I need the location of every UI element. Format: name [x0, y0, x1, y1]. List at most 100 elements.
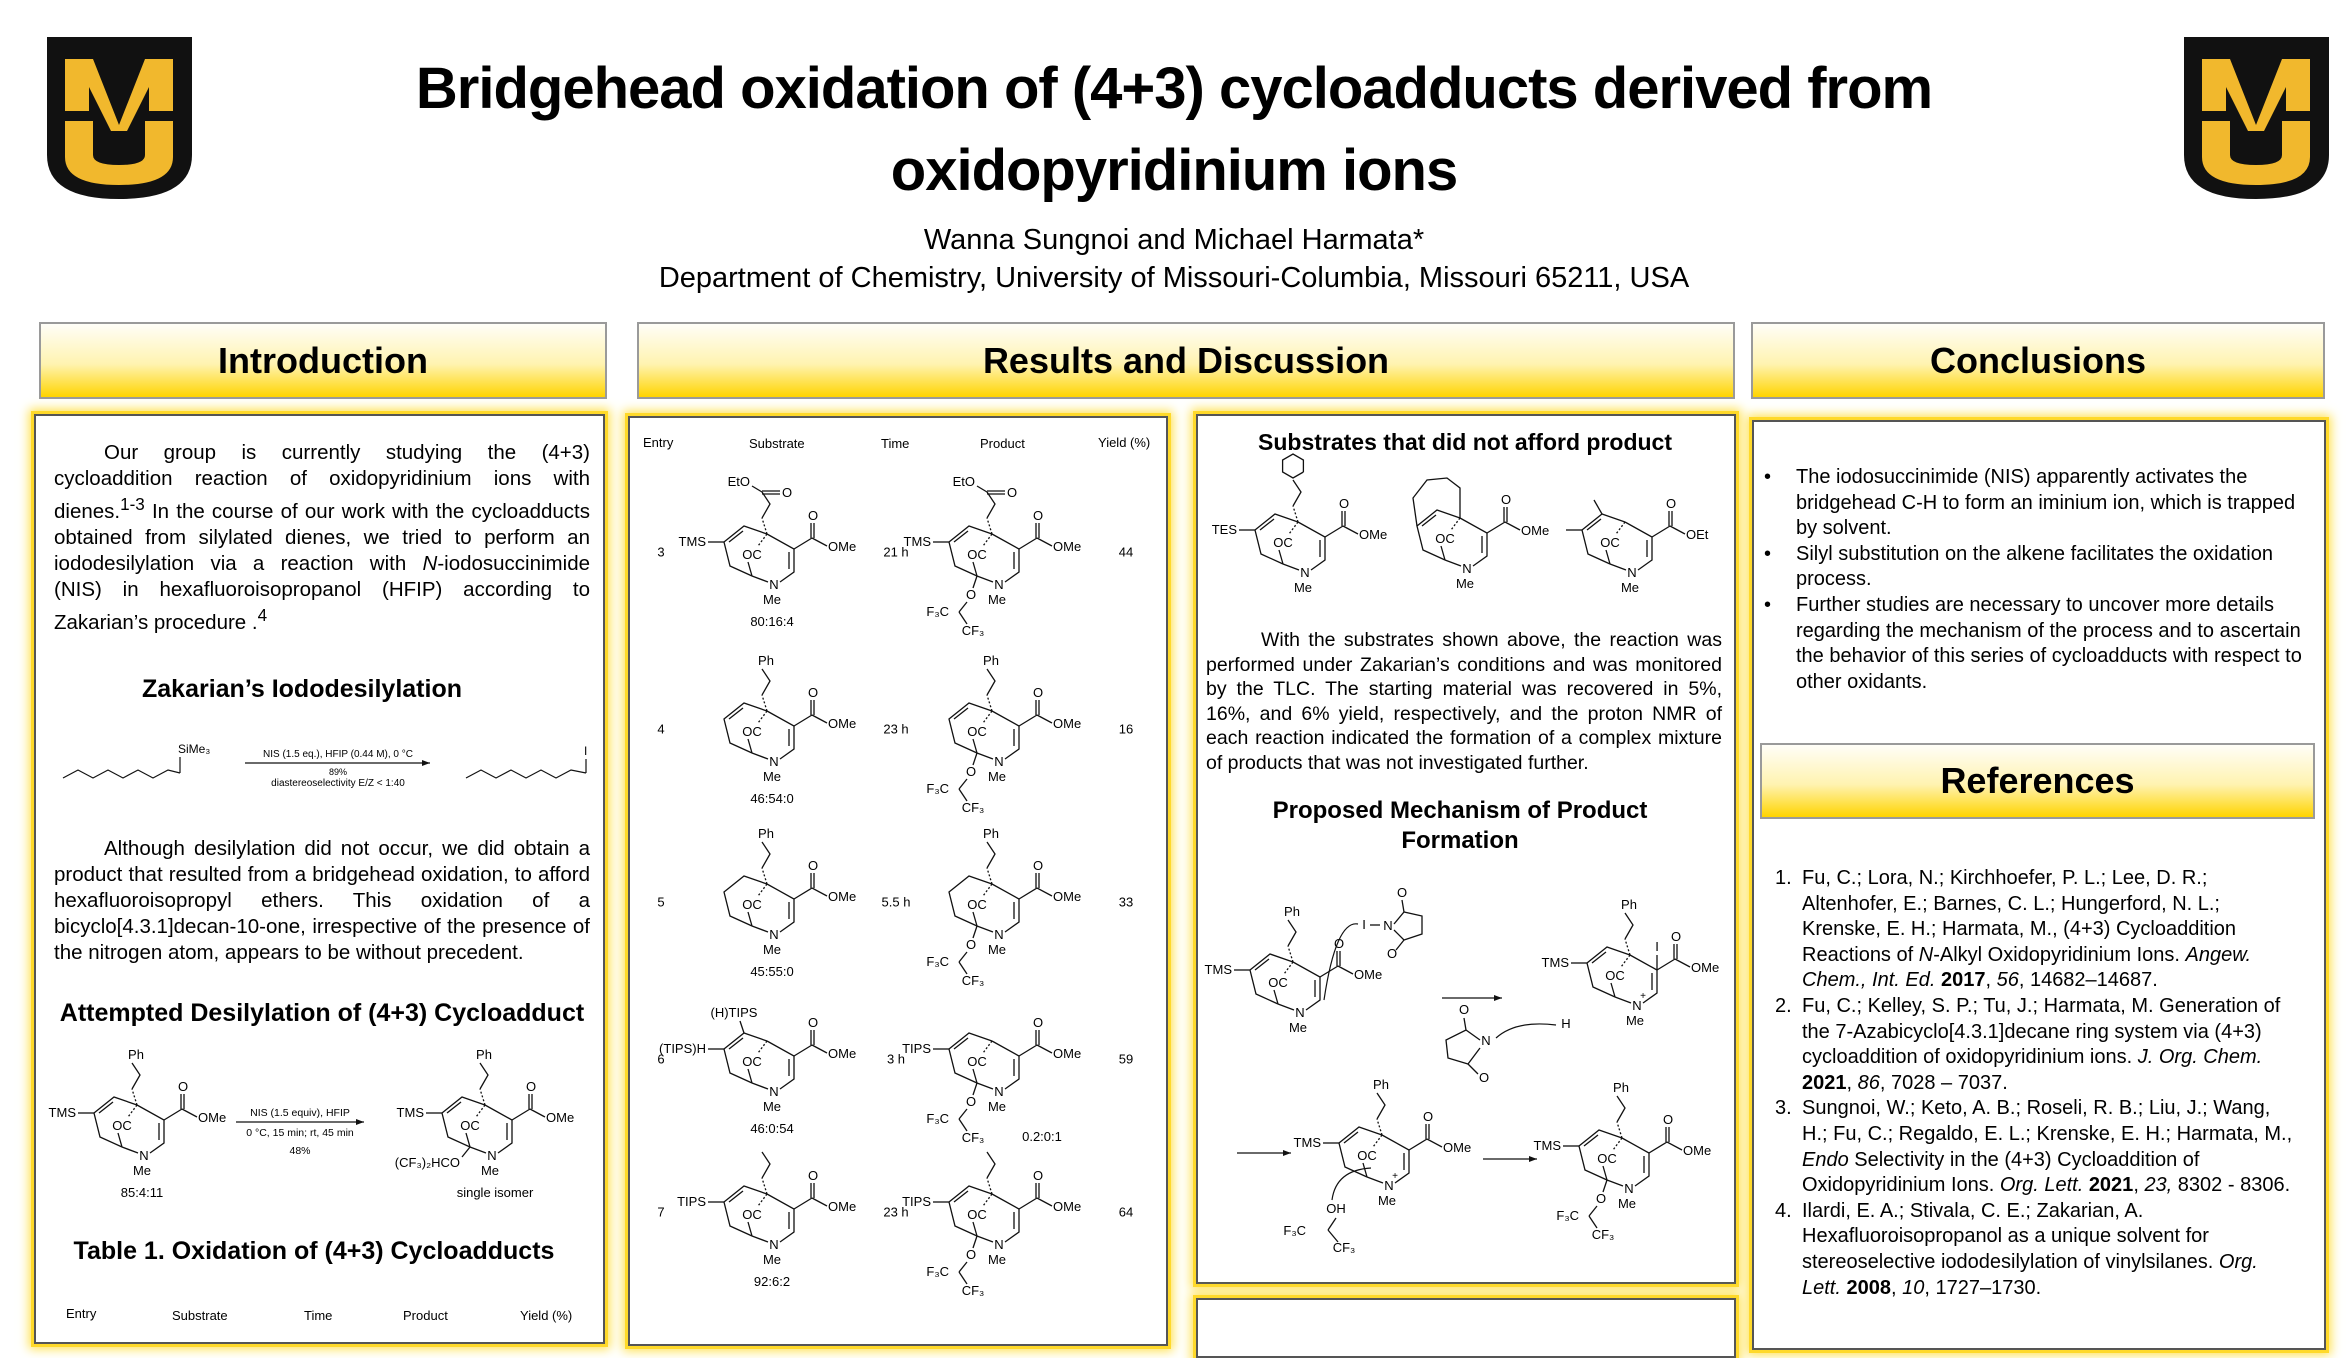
- reference-text: , 14682–14687.: [2018, 969, 2158, 992]
- oxygen-label: O: [966, 1094, 976, 1109]
- bond: [1666, 1141, 1683, 1151]
- oxygen-label: O: [1033, 1168, 1043, 1183]
- product-chain: [465, 769, 587, 779]
- bond: [469, 1146, 487, 1154]
- bond: [1674, 958, 1691, 968]
- ester-label: OMe: [828, 889, 856, 904]
- bridge-carbonyl-label: OC: [1357, 1148, 1377, 1163]
- bond: [1412, 477, 1461, 527]
- bond: [991, 533, 1020, 583]
- bond: [972, 1082, 978, 1096]
- oxygen-label: O: [1007, 485, 1017, 500]
- nitrogen-label: N: [994, 577, 1003, 592]
- bond: [131, 1062, 141, 1090]
- reference-text: 2021: [1802, 1071, 1847, 1094]
- bond: [958, 1261, 968, 1273]
- bond: [1036, 714, 1053, 724]
- bond: [991, 883, 1020, 933]
- phenyl-label: Ph: [128, 1047, 144, 1062]
- charge-label: +: [1392, 1171, 1398, 1182]
- nitrogen-label: N: [1384, 1178, 1393, 1193]
- bond: [1288, 521, 1299, 535]
- bond: [761, 668, 771, 696]
- bond: [163, 1108, 183, 1121]
- bond: [747, 1221, 753, 1237]
- cell-yield: 64: [1118, 1204, 1134, 1220]
- bond: [982, 533, 993, 547]
- bond: [1018, 887, 1038, 900]
- trifluoromethyl-label: CF₃: [1333, 1240, 1356, 1255]
- oxygen-label: O: [966, 764, 976, 779]
- bond: [1621, 1137, 1650, 1187]
- bridge-carbonyl-label: OC: [967, 1207, 987, 1222]
- bridge-carbonyl-label: OC: [1435, 531, 1455, 546]
- bond: [1656, 958, 1676, 971]
- bond: [1588, 1215, 1598, 1229]
- bond: [1669, 525, 1686, 535]
- bond: [986, 517, 993, 535]
- bond: [766, 1040, 795, 1090]
- bond: [1376, 1118, 1383, 1136]
- reference-text: , 1727–1730.: [1924, 1276, 2042, 1299]
- trifluoromethyl-label: F₃C: [926, 954, 949, 969]
- bond: [761, 841, 771, 869]
- bond: [982, 1193, 993, 1207]
- ester-label: OMe: [1691, 960, 1719, 975]
- nitrogen-label: N: [769, 927, 778, 942]
- trifluoromethyl-label: CF₃: [962, 623, 985, 638]
- bond: [958, 1271, 968, 1285]
- silyl-label: TMS: [904, 534, 932, 549]
- intro-paragraph-2: Although desilylation did not occur, we …: [54, 837, 590, 964]
- bond: [1583, 1134, 1599, 1147]
- conclusion-item: Silyl substitution on the alkene facilit…: [1764, 542, 2306, 593]
- zakarian-heading: Zakarian’s Iododesilylation: [142, 675, 462, 703]
- ester-label: OMe: [828, 716, 856, 731]
- bridge-carbonyl-label: OC: [967, 897, 987, 912]
- reference-text: -Alkyl Oxidopyridinium Ions.: [1933, 943, 2186, 966]
- silyl-label: TIPS: [902, 1194, 931, 1209]
- silyl-label: TMS: [1294, 1135, 1322, 1150]
- bond: [793, 537, 813, 550]
- conclusion-item: The iodosuccinimide (NIS) apparently act…: [1764, 465, 2306, 542]
- oxygen-label: O: [1339, 496, 1349, 511]
- methyl-label: Me: [988, 769, 1006, 784]
- reference-text: 2021: [2088, 1174, 2134, 1197]
- ester-label: OMe: [1354, 967, 1382, 982]
- cell-time: 3 h: [886, 1051, 906, 1067]
- bond: [1337, 965, 1354, 975]
- bond: [811, 714, 828, 724]
- bond: [1036, 887, 1053, 897]
- column-time: Time: [304, 1308, 333, 1323]
- introduction-panel: [34, 414, 605, 1344]
- cell-yield: 33: [1118, 894, 1134, 910]
- methyl-label: Me: [133, 1163, 151, 1178]
- ester-label: OMe: [1053, 539, 1081, 554]
- reaction-arrow: [1494, 995, 1502, 1001]
- nitrogen-label: N: [769, 1084, 778, 1099]
- methyl-label: Me: [1456, 576, 1474, 591]
- oxygen-label: O: [1596, 1191, 1606, 1206]
- bond: [1605, 549, 1611, 565]
- nitrogen-label: N: [769, 1237, 778, 1252]
- silyl-label: (H)TIPS: [711, 1005, 758, 1020]
- reference-text: 23,: [2144, 1174, 2173, 1197]
- reference-text: 86: [1857, 1071, 1880, 1094]
- bridge-carbonyl-label: OC: [967, 547, 987, 562]
- column-time: Time: [881, 436, 910, 451]
- ester-label: OMe: [828, 1046, 856, 1061]
- bond: [747, 738, 753, 754]
- silyl-label: (TIPS)H: [659, 1041, 706, 1056]
- bond: [958, 951, 968, 963]
- bond: [793, 714, 813, 727]
- bond: [958, 1118, 968, 1132]
- bond: [1602, 1179, 1608, 1193]
- iodo-label: I: [1655, 939, 1659, 954]
- bond: [1444, 559, 1462, 567]
- reference-text: N: [1918, 943, 1934, 966]
- bond: [1486, 521, 1506, 534]
- silyl-label: TMS: [49, 1105, 77, 1120]
